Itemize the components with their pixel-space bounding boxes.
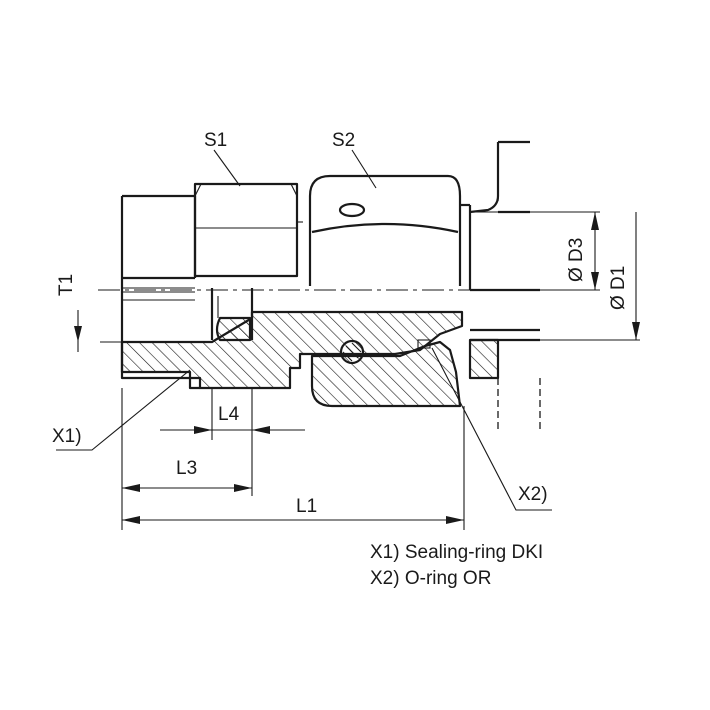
dim-l1 (122, 516, 464, 524)
tube (469, 140, 541, 432)
extension-lines (100, 211, 640, 530)
label-d1: Ø D1 (608, 266, 629, 310)
label-s1: S1 (204, 130, 227, 151)
dim-l3 (122, 484, 252, 492)
nut-s2 (308, 174, 472, 290)
dim-d1 (632, 212, 640, 340)
o-ring-or (339, 339, 365, 365)
label-l4: L4 (218, 404, 240, 425)
o-ring-hatch (342, 342, 362, 362)
cutting-ring (417, 339, 431, 349)
hex-s1 (193, 182, 303, 278)
dim-d3 (591, 212, 599, 290)
section-body (120, 310, 464, 390)
legend-x2: X2) O-ring OR (370, 568, 491, 589)
dim-l4 (160, 426, 305, 434)
callout-x1: X1) (52, 426, 82, 447)
label-d3: Ø D3 (566, 238, 587, 282)
label-s2: S2 (332, 130, 355, 151)
dim-t1 (74, 310, 82, 352)
legend-x1: X1) Sealing-ring DKI (370, 542, 543, 563)
leader-lines (56, 149, 552, 511)
tube-wall-section (468, 338, 500, 380)
label-l1: L1 (296, 496, 317, 517)
label-t1: T1 (56, 274, 77, 296)
label-l3: L3 (176, 458, 197, 479)
callout-x2: X2) (518, 484, 548, 505)
